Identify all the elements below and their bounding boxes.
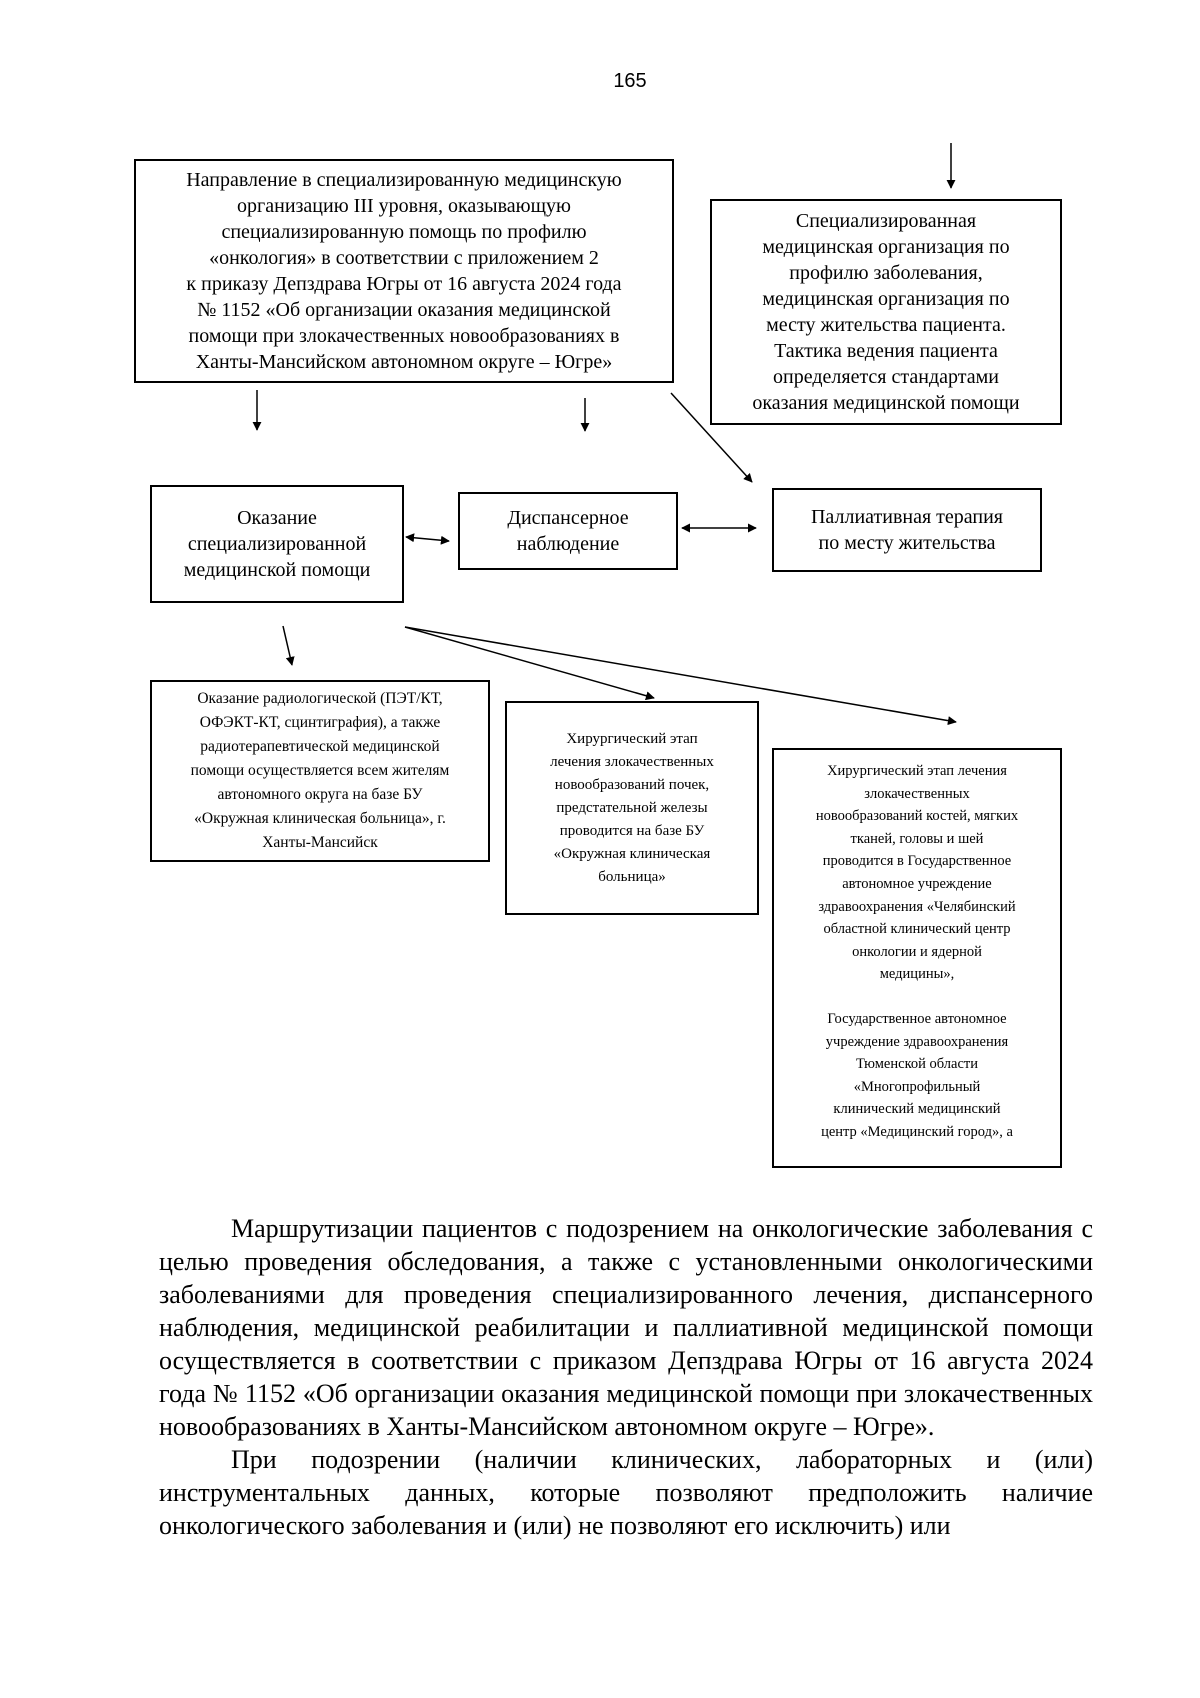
surgical-kidney-text: Хирургический этап лечения злокачественн… bbox=[550, 730, 714, 885]
referral-box: Направление в специализированную медицин… bbox=[134, 159, 674, 383]
palliative-text: Паллиативная терапия по месту жительства bbox=[810, 506, 1004, 554]
surgical-kidney-box: Хирургический этап лечения злокачественн… bbox=[505, 701, 759, 915]
arrow-care-to-surgical-kidney bbox=[404, 626, 655, 701]
referral-text: Направление в специализированную медицин… bbox=[186, 169, 622, 373]
dispensary-text: Диспансерное наблюдение bbox=[507, 507, 629, 555]
paragraph-routing: Маршрутизации пациентов с подозрением на… bbox=[159, 1214, 1093, 1441]
dispensary-box: Диспансерное наблюдение bbox=[458, 492, 678, 570]
arrow-care-dispensary bbox=[405, 533, 450, 545]
specialized-org-box: Специализированная медицинская организац… bbox=[710, 199, 1062, 425]
arrow-referral-to-palliative bbox=[670, 392, 753, 483]
specialized-org-text: Специализированная медицинская организац… bbox=[752, 210, 1020, 414]
radiology-text: Оказание радиологической (ПЭТ/КТ, ОФЭКТ-… bbox=[190, 690, 450, 851]
palliative-box: Паллиативная терапия по месту жительства bbox=[772, 488, 1042, 572]
body-text: Маршрутизации пациентов с подозрением на… bbox=[159, 1212, 1093, 1542]
radiology-box: Оказание радиологической (ПЭТ/КТ, ОФЭКТ-… bbox=[150, 680, 490, 862]
paragraph-suspicion: При подозрении (наличии клинических, лаб… bbox=[159, 1445, 1093, 1540]
surgical-bone-text-2: Государственное автономное учреждение зд… bbox=[821, 1010, 1013, 1140]
page-number: 165 bbox=[613, 70, 647, 92]
arrow-care-to-radiology bbox=[282, 625, 295, 666]
surgical-bone-text-1: Хирургический этап лечения злокачественн… bbox=[815, 763, 1019, 983]
arrow-care-to-surgical-bone bbox=[404, 626, 957, 726]
specialized-care-box: Оказание специализированной медицинской … bbox=[150, 485, 404, 603]
specialized-care-text: Оказание специализированной медицинской … bbox=[183, 507, 371, 581]
surgical-bone-box: Хирургический этап лечения злокачественн… bbox=[772, 748, 1062, 1168]
